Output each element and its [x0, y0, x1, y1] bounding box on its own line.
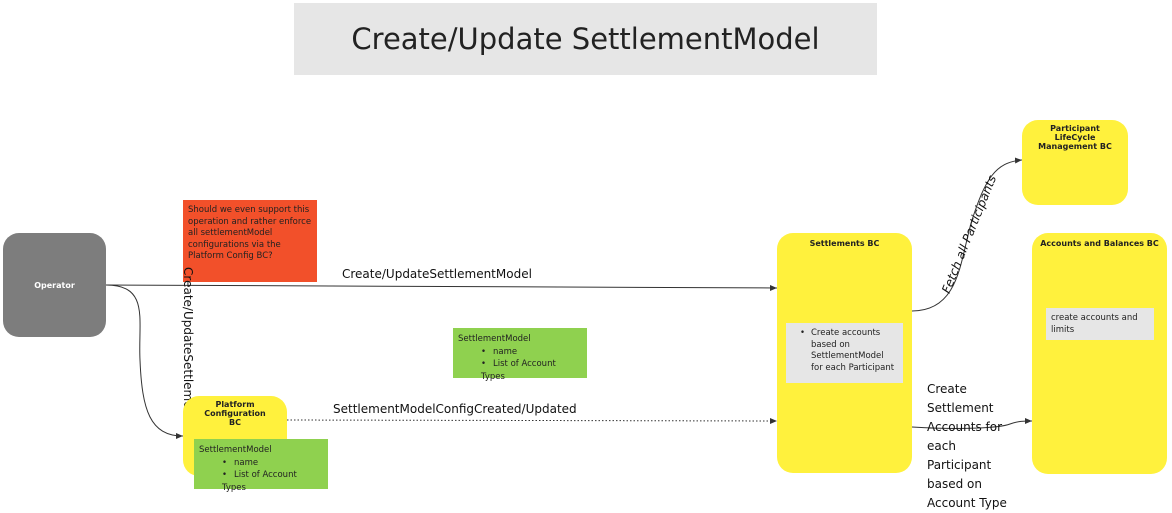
settlement-model-heading: SettlementModel	[458, 334, 531, 344]
edge-platform-to-settlements	[286, 417, 778, 424]
participant-lifecycle-title: Participant LifeCycle Management BC	[1038, 124, 1112, 151]
edge-label-settlements-to-accounts: Create Settlement Accounts for each Part…	[927, 382, 1007, 510]
settlement-model-item: List of Account Types	[481, 358, 582, 383]
edge-settlements-to-participants	[911, 157, 1023, 312]
settlements-title: Settlements BC	[809, 239, 880, 248]
settlement-model-note-bottom: SettlementModel name List of Account Typ…	[194, 439, 328, 493]
edge-label-operator-to-settlements: Create/UpdateSettlementModel	[342, 267, 532, 281]
accounts-balances-title: Accounts and Balances BC	[1040, 239, 1159, 248]
edge-label-platform-to-settlements: SettlementModelConfigCreated/Updated	[333, 402, 577, 416]
participant-lifecycle-bc[interactable]: Participant LifeCycle Management BC	[1022, 120, 1128, 205]
settlement-model-item: List of Account Types	[222, 469, 323, 494]
bullet-icon: •	[800, 328, 806, 338]
operator-label: Operator	[34, 280, 75, 290]
settlement-model-item: name	[222, 457, 323, 470]
edge-operator-to-platform	[105, 284, 184, 439]
settlements-note-text: Create accounts based on SettlementModel…	[811, 328, 895, 373]
settlements-note: • Create accounts based on SettlementMod…	[786, 323, 903, 383]
page-title: Create/Update SettlementModel	[351, 22, 820, 56]
edge-operator-to-settlements	[105, 284, 778, 291]
settlement-model-heading: SettlementModel	[199, 445, 272, 455]
platform-config-title: Platform Configuration BC	[204, 400, 266, 427]
operator-node[interactable]: Operator	[3, 233, 106, 337]
settlement-model-item: name	[481, 346, 582, 359]
accounts-note: create accounts and limits	[1046, 308, 1154, 340]
settlement-model-note-top: SettlementModel name List of Account Typ…	[453, 328, 587, 382]
edge-settlements-to-accounts	[911, 418, 1033, 429]
accounts-balances-bc[interactable]: Accounts and Balances BC	[1032, 233, 1167, 474]
title-banner: Create/Update SettlementModel	[294, 3, 877, 75]
question-note: Should we even support this operation an…	[183, 200, 317, 282]
